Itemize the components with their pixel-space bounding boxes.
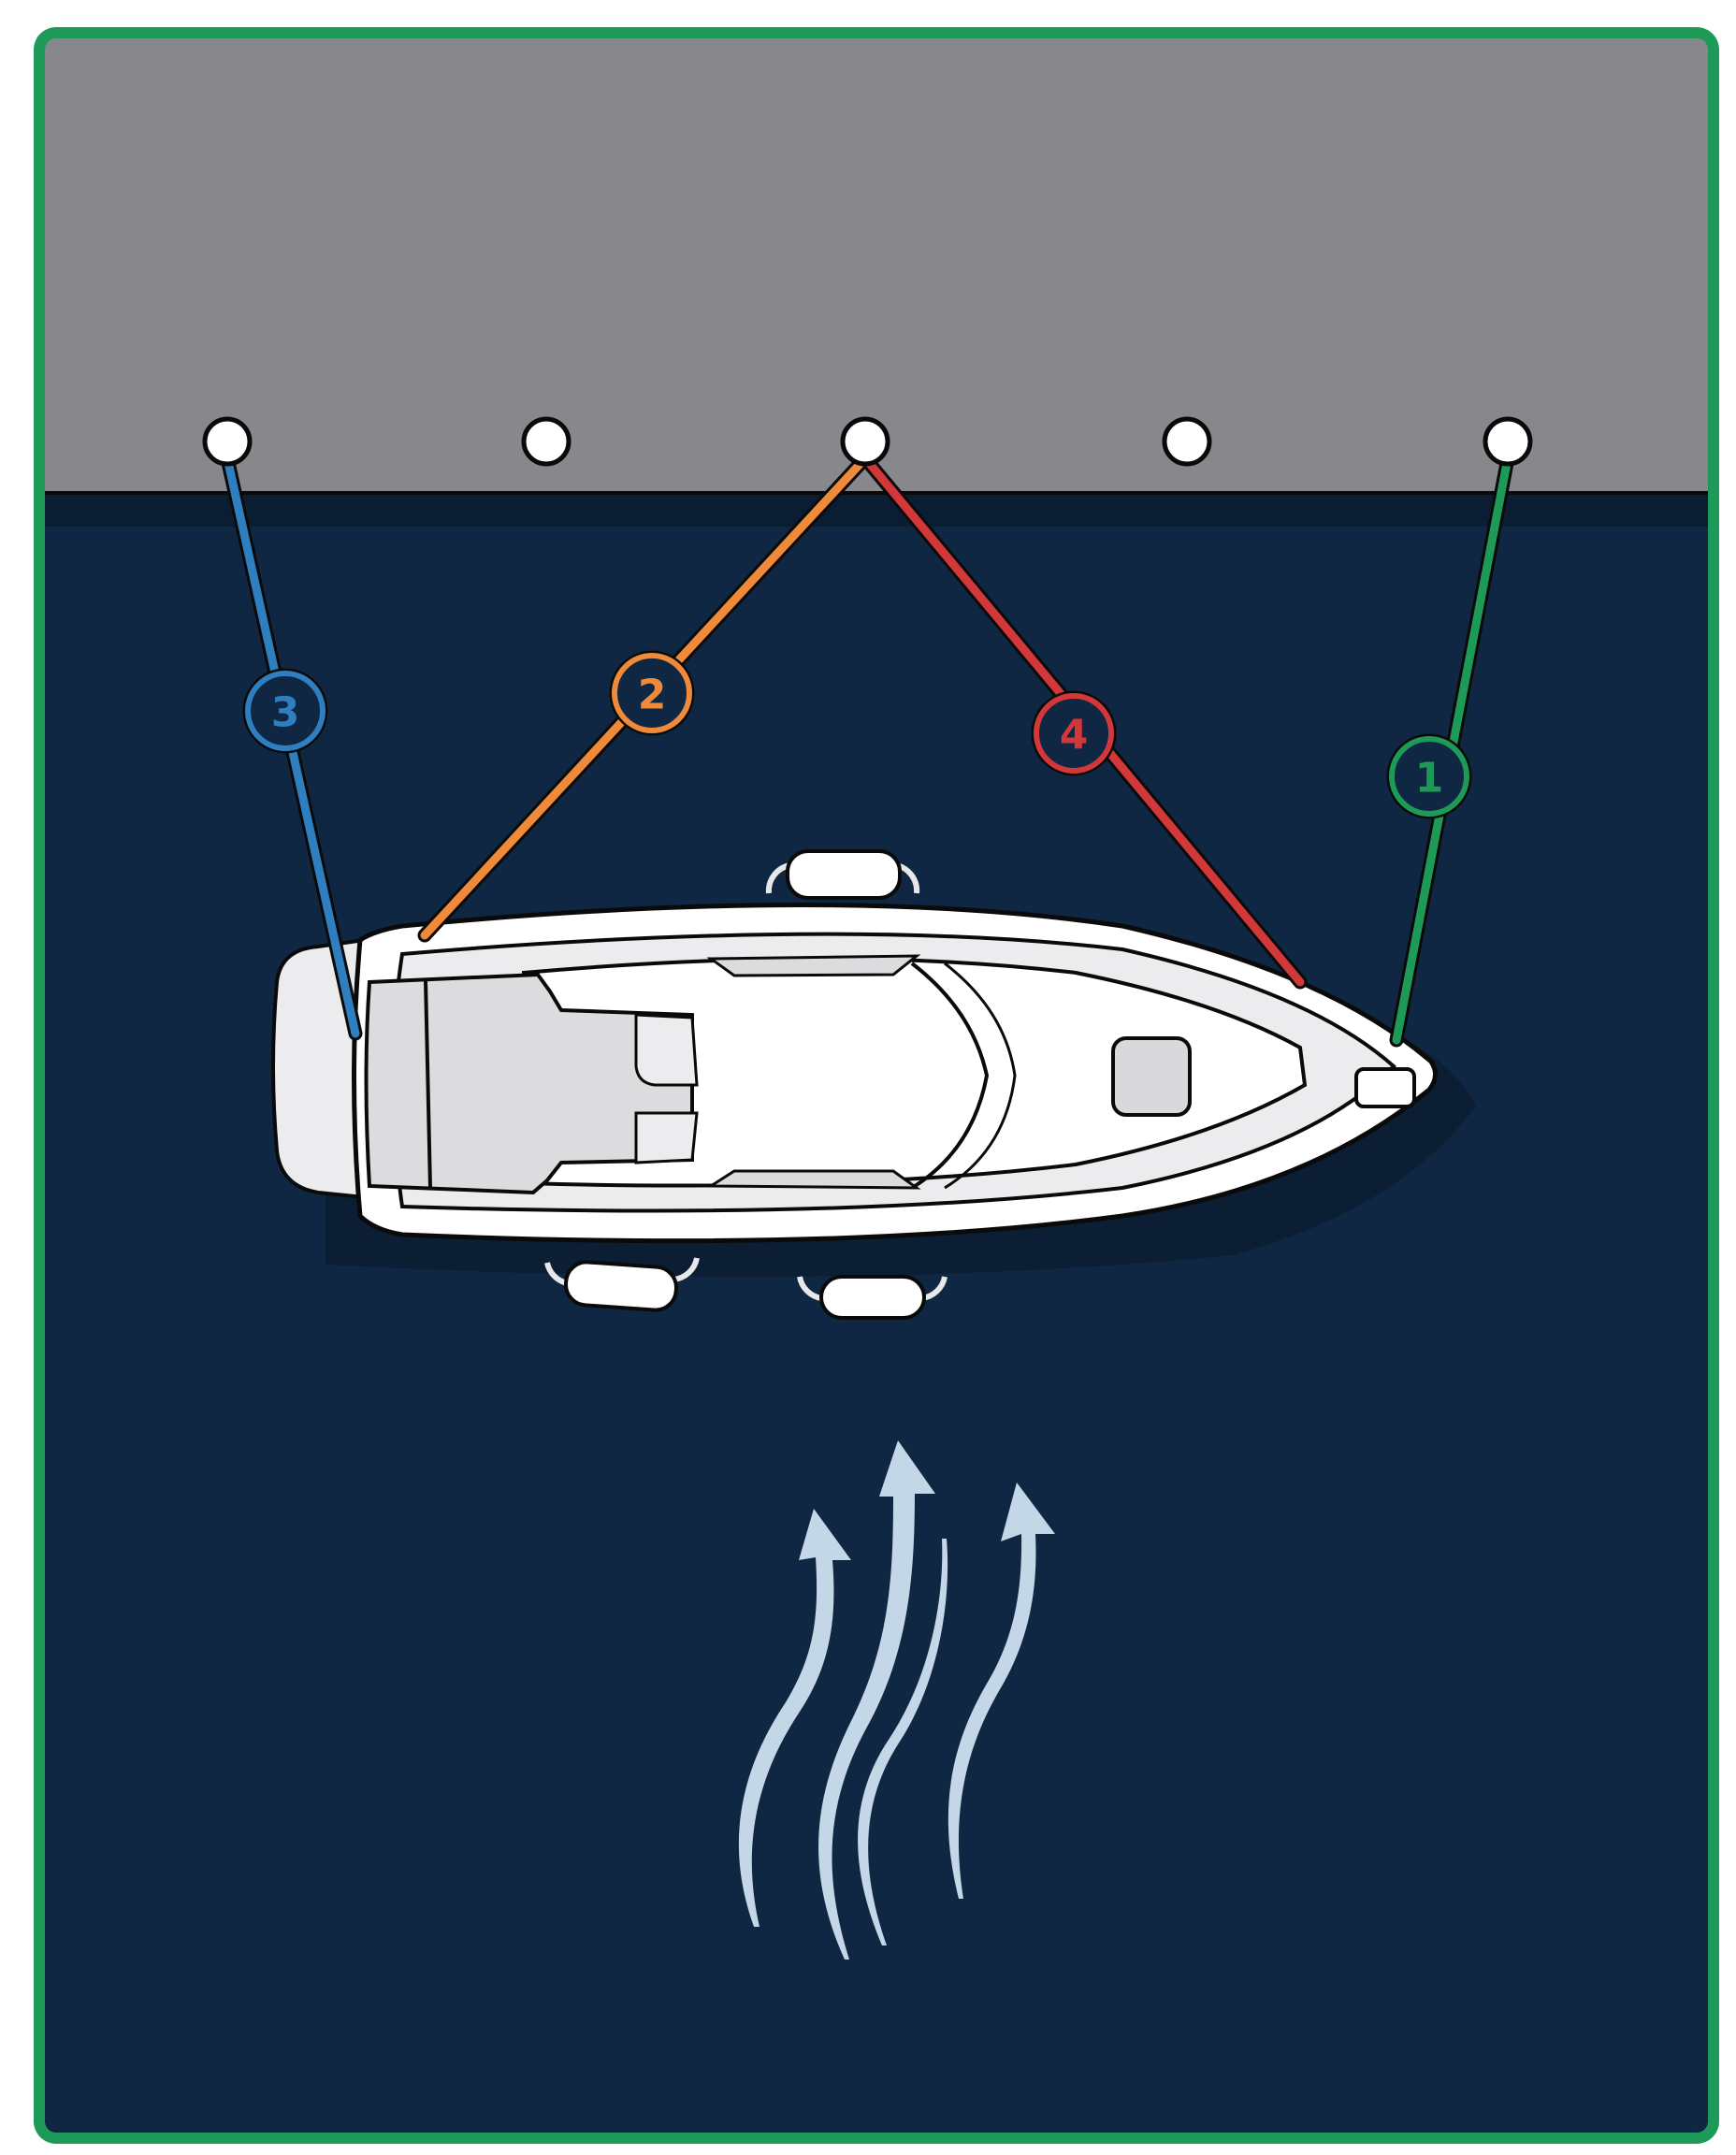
windscreen-frame [944,962,1017,1190]
line-number: 2 [638,672,667,719]
label-line-4: 4 [1031,690,1117,776]
label-line-1: 1 [1386,733,1472,819]
dock [45,38,1708,493]
helm-seat-bottom [634,1111,699,1164]
swim-platform [271,937,367,1200]
current-arrow-icon [738,1509,851,1927]
line-number: 3 [271,689,300,737]
current-arrow-icon [818,1440,935,1960]
fender-top [765,849,920,900]
side-vent-bottom [705,1169,921,1190]
cleat-icon [1162,416,1212,467]
dock-shadow-band [45,493,1708,527]
cleat-icon [1483,416,1533,467]
dock-cleats [202,416,1533,467]
fender-bottom-left [544,1257,700,1312]
label-line-2: 2 [609,650,695,736]
cleat-icon [202,416,253,467]
label-line-3: 3 [242,668,328,754]
current-arrow-icon [948,1482,1055,1899]
fender-bottom-right [797,1275,948,1320]
forward-hatch [1111,1036,1192,1117]
anchor-locker [1354,1067,1416,1108]
line-number: 1 [1415,755,1444,803]
side-vent-top [706,954,921,977]
helm-seat-top [634,1013,699,1087]
line-1-bow [1389,451,1515,1048]
windscreen [910,962,990,1190]
cleat-icon [521,416,571,467]
cleat-icon [840,416,890,467]
boat [271,903,1438,1244]
line-number: 4 [1060,712,1089,759]
current-arrows [738,1440,1055,1960]
